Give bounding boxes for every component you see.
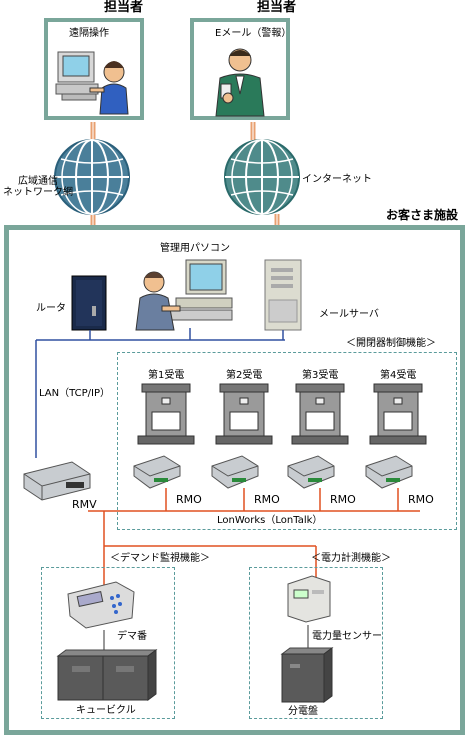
- switch-cabinet-icon: [291, 383, 349, 445]
- switch-cabinet-icon: [215, 383, 273, 445]
- power-measurement-area: [249, 567, 383, 719]
- cubicle-label: キュービクル: [76, 705, 136, 716]
- operator-title-right: 担当者: [257, 0, 297, 15]
- router-label: ルータ: [36, 303, 66, 314]
- wide-area-network-label: 広域通信 ネットワーク網: [3, 176, 73, 198]
- demand-meter-device: [67, 581, 135, 629]
- facility-title: お客さま施設: [386, 208, 459, 222]
- remote-operator-panel: 遠隔操作: [44, 18, 144, 120]
- rmv-device: [23, 461, 91, 501]
- cubicle-cabinet: [56, 649, 158, 701]
- receiving-unit-label: 第2受電: [226, 370, 263, 381]
- switch-cabinet-icon: [369, 383, 427, 445]
- receiving-unit-label: 第4受電: [380, 370, 417, 381]
- operator-with-phone-illustration: [215, 48, 265, 117]
- remote-operation-label: 遠隔操作: [69, 28, 109, 39]
- email-operator-panel: Eメール（警報）: [190, 18, 292, 120]
- rmo-label: RMO: [176, 493, 202, 506]
- distribution-panel-label: 分電盤: [288, 706, 318, 717]
- email-alarm-label: Eメール（警報）: [215, 28, 292, 39]
- wide-area-network-text: 広域通信 ネットワーク網: [3, 176, 73, 198]
- power-measurement-title: ＜電力計測機能＞: [311, 553, 391, 564]
- distribution-panel: [280, 647, 334, 703]
- mail-server-tower: [264, 259, 302, 331]
- demand-device-label: デマ番: [117, 631, 147, 642]
- router-device: [71, 275, 107, 331]
- rmo-label: RMO: [408, 493, 434, 506]
- switch-cabinet-icon: [137, 383, 195, 445]
- receiving-unit-label: 第3受電: [302, 370, 339, 381]
- wide-area-network-globe: [54, 139, 130, 215]
- demand-monitoring-area: [41, 567, 175, 719]
- lan-label: LAN（TCP/IP）: [39, 388, 111, 399]
- rmo-device: [211, 455, 259, 489]
- switchgear-control-area: [117, 352, 457, 530]
- rmo-label: RMO: [254, 493, 280, 506]
- operator-title-left: 担当者: [104, 0, 144, 15]
- rmo-device: [133, 455, 181, 489]
- internet-globe: [224, 139, 300, 215]
- switchgear-title: ＜開閉器制御機能＞: [346, 338, 436, 349]
- lonworks-label: LonWorks（LonTalk）: [217, 515, 323, 526]
- rmo-label: RMO: [330, 493, 356, 506]
- mail-server-label: メールサーバ: [319, 309, 379, 320]
- power-sensor-label: 電力量センサー: [312, 631, 382, 642]
- admin-pc-illustration: [135, 259, 233, 331]
- rmv-label: RMV: [72, 498, 97, 511]
- admin-pc-label: 管理用パソコン: [160, 243, 230, 254]
- operator-at-computer-illustration: [55, 51, 129, 115]
- internet-label: インターネット: [302, 174, 372, 185]
- receiving-unit-label: 第1受電: [148, 370, 185, 381]
- power-sensor-device: [287, 575, 331, 623]
- rmo-device: [365, 455, 413, 489]
- demand-monitoring-title: ＜デマンド監視機能＞: [110, 553, 210, 564]
- rmo-device: [287, 455, 335, 489]
